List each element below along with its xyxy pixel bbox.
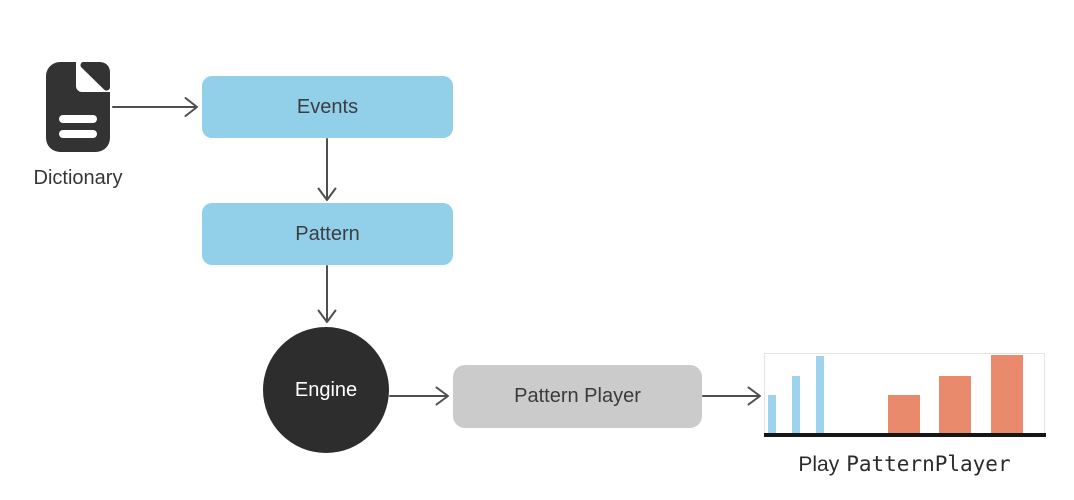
arrow-engine-to-player bbox=[389, 386, 449, 406]
chart-caption: Play PatternPlayer bbox=[764, 452, 1045, 477]
chart-bar-orange-wide-notes bbox=[939, 376, 971, 433]
chart-bar-orange-wide-notes bbox=[888, 395, 920, 433]
dictionary-label: Dictionary bbox=[33, 167, 123, 189]
node-events-label: Events bbox=[296, 95, 359, 118]
document-icon bbox=[46, 62, 110, 152]
node-engine: Engine bbox=[263, 327, 389, 453]
node-pattern-player: Pattern Player bbox=[453, 365, 702, 428]
node-pattern-label: Pattern bbox=[295, 222, 360, 245]
chart-bars bbox=[765, 354, 1044, 433]
node-pattern-player-label: Pattern Player bbox=[514, 385, 641, 407]
dictionary-node: Dictionary bbox=[24, 62, 132, 190]
node-engine-label: Engine bbox=[294, 378, 358, 401]
caption-play-text: Play bbox=[798, 453, 840, 476]
arrow-pattern-to-engine bbox=[317, 265, 337, 323]
arrow-events-to-pattern bbox=[317, 138, 337, 201]
caption-code-text: PatternPlayer bbox=[846, 452, 1011, 476]
pattern-chart bbox=[763, 353, 1046, 437]
chart-bar-blue-thin-notes bbox=[816, 356, 824, 433]
node-pattern: Pattern bbox=[202, 203, 453, 265]
arrow-player-to-chart bbox=[702, 386, 761, 406]
chart-baseline bbox=[763, 433, 1046, 437]
chart-bar-orange-wide-notes bbox=[991, 355, 1023, 433]
chart-bar-blue-thin-notes bbox=[768, 395, 776, 433]
node-events: Events bbox=[202, 76, 453, 138]
chart-bar-blue-thin-notes bbox=[792, 376, 800, 433]
